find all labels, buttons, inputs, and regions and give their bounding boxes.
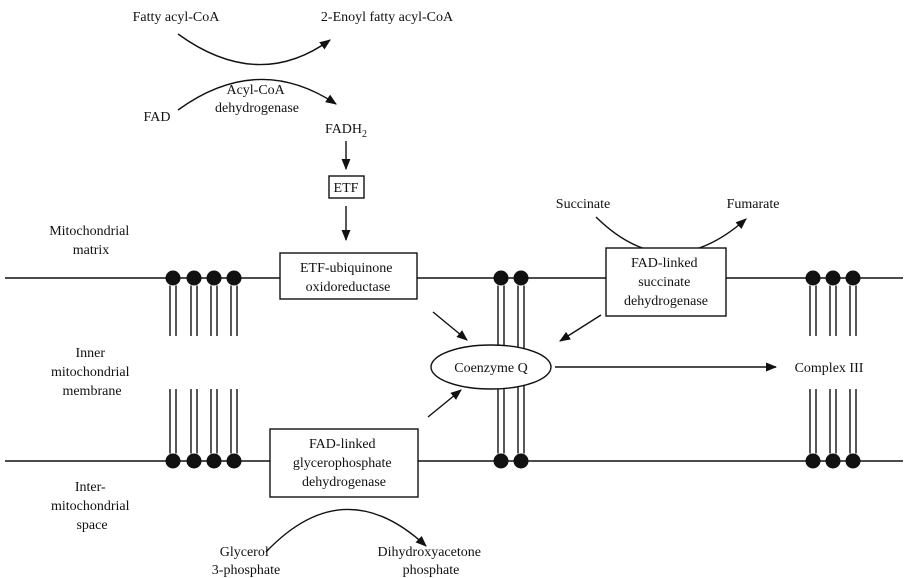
enoyl-fatty-acyl-coa-label: 2-Enoyl fatty acyl-CoA <box>321 10 454 25</box>
lipid-head-right <box>845 453 861 469</box>
coenzyme-q-ellipse <box>430 344 552 390</box>
lipid-head-left <box>165 270 181 286</box>
acyl-coa-reaction-arc <box>177 33 331 66</box>
lipid-head-right <box>825 453 841 469</box>
intermembrane-space-label: Inter- mitochondrial space <box>51 480 133 533</box>
glycerol-3-phosphate-label: Glycerol 3-phosphate <box>212 545 280 578</box>
lipid-head-right <box>845 270 861 286</box>
inner-membrane-label: Inner mitochondrial membrane <box>51 346 133 399</box>
lipid-bilayer <box>165 270 861 469</box>
complex-iii-label: Complex III <box>795 361 864 376</box>
lipid-head-middle <box>493 270 509 286</box>
lipid-head-middle <box>513 453 529 469</box>
acyl-coa-dehydrogenase-label: Acyl-CoA dehydrogenase <box>215 83 299 116</box>
fad-reduction-arc <box>177 78 337 111</box>
etf-label: ETF <box>334 181 359 196</box>
lipid-head-middle <box>493 453 509 469</box>
succinate-dehydrogenase-label: FAD-linked succinate dehydrogenase <box>624 256 708 309</box>
dihydroxyacetone-phosphate-label: Dihydroxyacetone phosphate <box>378 545 485 578</box>
lipid-head-left <box>186 270 202 286</box>
lipid-head-left <box>165 453 181 469</box>
fumarate-label: Fumarate <box>727 197 780 212</box>
coenzyme-q-label: Coenzyme Q <box>454 361 527 376</box>
oxidoreductase-to-coq-arrow <box>432 311 468 341</box>
succinate-label: Succinate <box>556 197 610 212</box>
lipid-head-left <box>226 270 242 286</box>
glycerol-oxidation-arc <box>265 508 427 553</box>
fatty-acyl-coa-label: Fatty acyl-CoA <box>133 10 221 25</box>
matrix-label: Mitochondrial matrix <box>49 224 133 258</box>
glycerophosphate-dehydrogenase-label: FAD-linked glycerophosphate dehydrogenas… <box>293 437 395 490</box>
lipid-head-left <box>206 453 222 469</box>
lipid-head-right <box>825 270 841 286</box>
lipid-head-middle <box>513 270 529 286</box>
fad-label: FAD <box>144 110 171 125</box>
glycerophosphate-dehydrogenase-box <box>269 428 419 498</box>
etf-box <box>328 175 365 199</box>
lipid-head-right <box>805 453 821 469</box>
etf-ubiquinone-oxidoreductase-box <box>279 252 418 300</box>
sdh-to-coq-arrow <box>559 314 602 342</box>
gpdh-to-coq-arrow <box>427 389 462 418</box>
lipid-head-left <box>206 270 222 286</box>
fadh2-label: FADH2 <box>325 122 367 140</box>
etf-ubiquinone-oxidoreductase-label: ETF-ubiquinone oxidoreductase <box>300 261 396 295</box>
succinate-dehydrogenase-box <box>605 247 727 317</box>
lipid-head-right <box>805 270 821 286</box>
lipid-head-left <box>226 453 242 469</box>
lipid-head-left <box>186 453 202 469</box>
